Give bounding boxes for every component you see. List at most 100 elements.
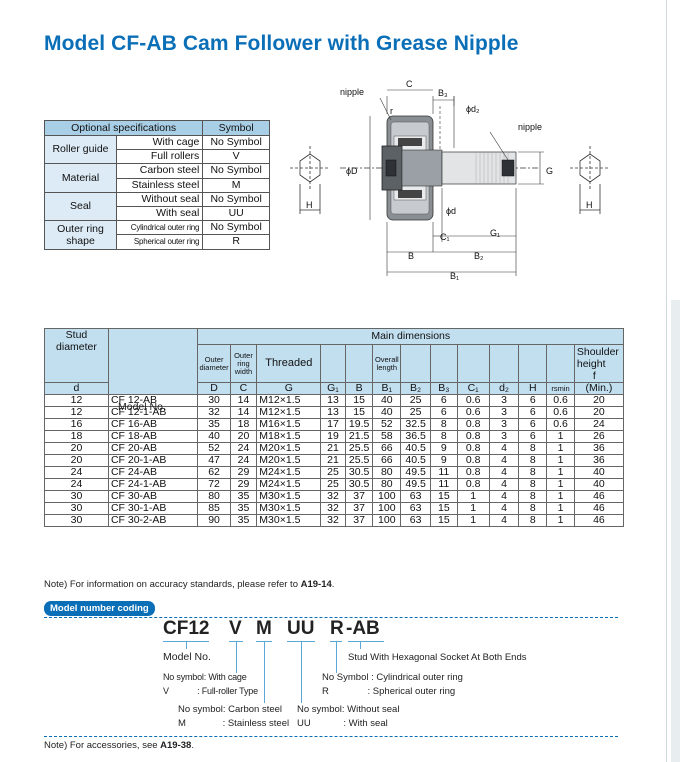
table-cell: 21: [320, 454, 346, 467]
table-cell: 37: [344, 490, 374, 503]
table-cell: 4: [488, 514, 520, 527]
table-cell: 25: [400, 406, 432, 419]
cam-follower-diagram: nipple C B₃ ϕd₂ r nipple ϕD G ϕd H H C₁ …: [290, 79, 610, 281]
table-cell: 15: [344, 406, 374, 419]
dim-G-label: G: [546, 166, 553, 176]
spec-item: With cage: [115, 134, 204, 151]
B-header: B: [344, 382, 374, 395]
accessories-note-text: Note) For accessories, see: [44, 740, 161, 751]
table-cell: 9: [430, 442, 458, 455]
table-cell: 12: [44, 394, 109, 407]
dim-r-label: r: [390, 106, 393, 116]
table-cell: 20: [573, 406, 625, 419]
model-no-cell: CF 18-AB: [107, 430, 199, 443]
table-cell: 72: [197, 478, 231, 491]
table-cell: 4: [488, 442, 520, 455]
table-cell: 24: [44, 478, 109, 491]
table-cell: 0.8: [456, 466, 490, 479]
main-dimensions-table: Stud diameter Main dimensions Outer diam…: [44, 328, 625, 527]
r-option-symbol: R: [322, 686, 329, 697]
table-cell: 40.5: [400, 454, 432, 467]
table-cell: 52: [197, 442, 231, 455]
spec-symbol: No Symbol: [202, 163, 270, 179]
table-cell: 20: [44, 442, 109, 455]
table-cell: 0.8: [456, 418, 490, 431]
table-cell: 4: [488, 490, 520, 503]
table-cell: 52: [372, 418, 402, 431]
page-right-rule: [666, 0, 667, 762]
table-cell: 3: [488, 418, 520, 431]
table-cell: 35: [229, 514, 258, 527]
main-dimensions-header: Main dimensions: [197, 328, 624, 345]
table-cell: 11: [430, 466, 458, 479]
table-cell: 40: [372, 394, 402, 407]
table-cell: 0.6: [546, 394, 575, 407]
table-cell: 0.6: [456, 406, 490, 419]
dim-G1-label: G₁: [490, 228, 500, 238]
code-part-m: M: [256, 618, 272, 639]
coding-divider: [44, 617, 618, 618]
table-cell: M30×1.5: [256, 502, 322, 515]
table-cell: 1: [546, 502, 575, 515]
table-cell: 100: [372, 490, 402, 503]
spec-item: Carbon steel: [115, 163, 204, 179]
model-no-cell: CF 24-AB: [107, 466, 199, 479]
table-cell: 40: [573, 466, 625, 479]
group-roller-guide: Roller guide: [44, 134, 117, 165]
overall-length-header: Overall length: [372, 344, 402, 383]
table-cell: 58: [372, 430, 402, 443]
table-cell: 40: [573, 478, 625, 491]
table-cell: 13: [320, 406, 346, 419]
model-no-cell: CF 30-2-AB: [107, 514, 199, 527]
nipple-right-shape: [501, 159, 515, 177]
table-cell: 14: [229, 394, 258, 407]
outer-diameter-header: Outer diameter: [197, 344, 231, 383]
spec-symbol: R: [202, 234, 270, 250]
C1-header: C₁: [456, 382, 490, 395]
rsmin-header: rsmin: [546, 382, 575, 395]
table-cell: 66: [372, 454, 402, 467]
table-cell: 3: [488, 394, 520, 407]
G-header: G: [256, 382, 322, 395]
spec-symbol: M: [202, 177, 270, 193]
nipple-right-label: nipple: [518, 122, 542, 132]
ab-description: Stud With Hexagonal Socket At Both Ends: [348, 652, 527, 663]
table-cell: 36: [573, 454, 625, 467]
table-cell: 0.8: [456, 478, 490, 491]
code-part-uu: UU: [287, 618, 315, 639]
spec-item: Spherical outer ring: [115, 234, 204, 250]
accuracy-ref-link[interactable]: A19-14: [300, 579, 332, 590]
stud-diameter-header: Stud diameter: [44, 328, 109, 383]
table-cell: 6: [518, 418, 548, 431]
table-cell: 29: [229, 466, 258, 479]
table-cell: 32: [320, 490, 346, 503]
table-cell: 4: [488, 478, 520, 491]
v-option-desc: : Full-roller Type: [197, 686, 258, 696]
bottom-divider: [44, 736, 618, 737]
table-cell: 25.5: [344, 454, 374, 467]
table-cell: M16×1.5: [256, 418, 322, 431]
table-cell: 21.5: [344, 430, 374, 443]
m-option-desc: : Stainless steel: [222, 718, 290, 729]
uu-option-line1: No symbol: Without seal: [297, 704, 400, 715]
C-header: C: [229, 382, 258, 395]
table-cell: 1: [456, 514, 490, 527]
d2-header: d₂: [488, 382, 520, 395]
spec-symbol: No Symbol: [202, 191, 270, 207]
accessories-ref-link[interactable]: A19-38: [160, 740, 192, 751]
uu-option-symbol: UU: [297, 718, 311, 729]
table-cell: 80: [372, 478, 402, 491]
m-option-line1: No symbol: Carbon steel: [178, 704, 283, 715]
table-cell: 0.8: [456, 454, 490, 467]
dim-C-label: C: [406, 79, 413, 89]
table-cell: 35: [197, 418, 231, 431]
table-cell: M20×1.5: [256, 454, 322, 467]
page-right-bar: [671, 300, 680, 762]
B3-header: B₃: [430, 382, 458, 395]
model-no-cell: CF 30-AB: [107, 490, 199, 503]
table-cell: 6: [430, 394, 458, 407]
dim-D-label: ϕD: [346, 166, 358, 176]
model-no-cell: CF 20-1-AB: [107, 454, 199, 467]
